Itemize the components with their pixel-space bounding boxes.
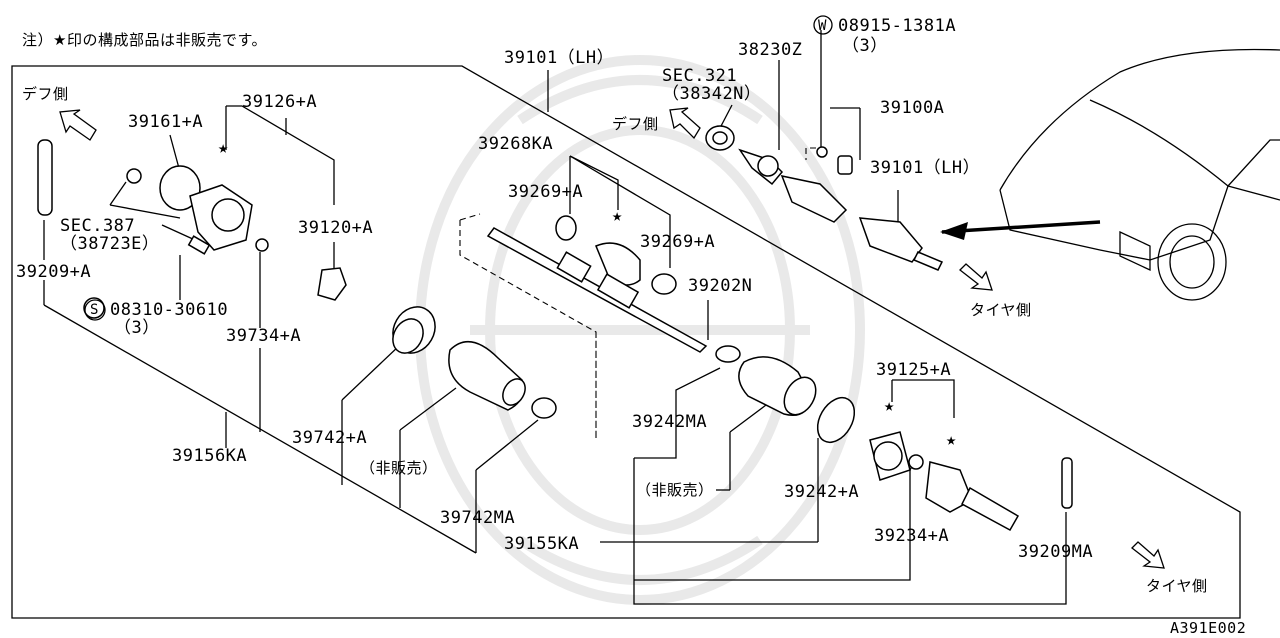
note-text: 注）★印の構成部品は非販売です。 (22, 31, 267, 49)
label-38230z: 38230Z (738, 40, 803, 60)
non-sale-left: （非販売） (360, 459, 438, 477)
upper-shaft-assembly (706, 126, 942, 270)
non-sale-center: （非販売） (636, 481, 714, 499)
label-39155ka: 39155KA (504, 534, 580, 554)
label-39156ka: 39156KA (172, 446, 248, 466)
direction-tire-bottom: タイヤ側 (1146, 577, 1208, 595)
leader-lines (44, 30, 1066, 604)
label-39101-lh-car: 39101（LH） (870, 158, 981, 178)
label-sec387: SEC.387 (60, 216, 136, 236)
label-39742ma: 39742MA (440, 508, 516, 528)
label-39161a: 39161+A (128, 112, 204, 132)
label-39734a: 39734+A (226, 326, 302, 346)
drive-shaft (488, 228, 706, 352)
dashed-subassembly (460, 148, 826, 440)
label-39269a-1: 39269+A (508, 182, 584, 202)
label-08310-qty: （3） (114, 318, 160, 338)
vehicle-illustration (940, 49, 1280, 300)
label-sec321: SEC.321 (662, 66, 738, 86)
label-39742a: 39742+A (292, 428, 368, 448)
label-08310-30610: 08310-30610 (110, 300, 229, 320)
boots-and-bands (385, 216, 862, 449)
label-39209a: 39209+A (16, 262, 92, 282)
label-39242a: 39242+A (784, 482, 860, 502)
label-39209ma: 39209MA (1018, 542, 1094, 562)
label-39126a: 39126+A (242, 92, 318, 112)
direction-tire-top: タイヤ側 (970, 301, 1032, 319)
direction-arrows (60, 108, 1164, 568)
symbol-circles (85, 16, 832, 320)
label-08915-qty: （3） (842, 36, 888, 56)
direction-diff-top: デフ側 (612, 115, 659, 133)
direction-diff-left: デフ側 (22, 85, 69, 103)
label-39268ka: 39268KA (478, 134, 554, 154)
star-39268ka: ★ (612, 206, 623, 226)
label-39234a: 39234+A (874, 526, 950, 546)
label-39242ma: 39242MA (632, 412, 708, 432)
watermark-emblem (420, 60, 860, 600)
label-38723e: （38723E） (60, 234, 160, 254)
assembly-frame (12, 66, 1240, 618)
label-39202n: 39202N (688, 276, 753, 296)
symbol-w: W (818, 18, 827, 34)
label-39125a: 39125+A (876, 360, 952, 380)
star-39125a-2: ★ (946, 430, 957, 450)
outboard-joint (870, 432, 1072, 530)
label-38342n: （38342N） (662, 84, 762, 104)
label-08915-1381a: 08915-1381A (838, 16, 957, 36)
symbol-s: S (90, 302, 99, 318)
label-39101-lh-top: 39101（LH） (504, 48, 615, 68)
star-39126a: ★ (218, 138, 229, 158)
left-parts (38, 140, 346, 318)
label-39120a: 39120+A (298, 218, 374, 238)
star-39125a-1: ★ (884, 396, 895, 416)
label-39269a-2: 39269+A (640, 232, 716, 252)
diagram-code: A391E002 (1170, 619, 1247, 637)
label-39100a: 39100A (880, 98, 945, 118)
